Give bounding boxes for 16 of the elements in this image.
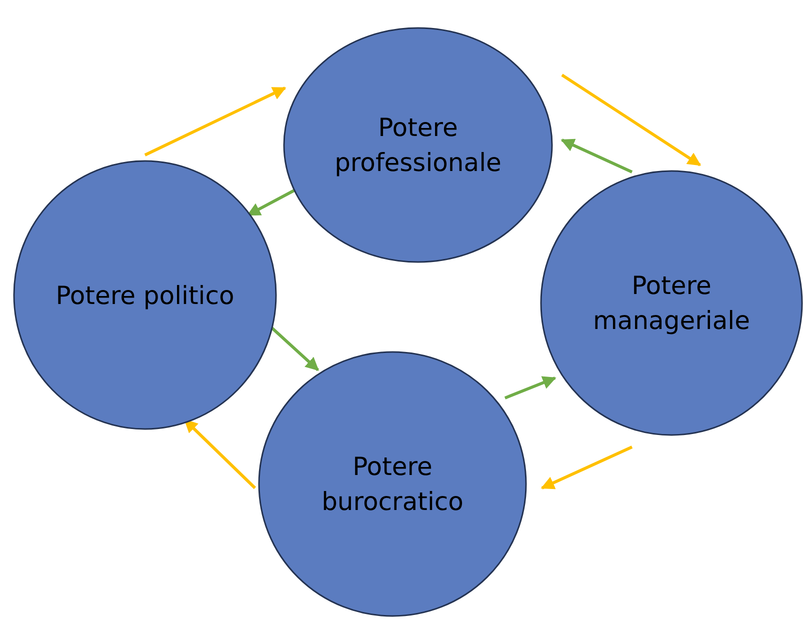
circle-node: [540, 170, 803, 436]
arrow: [184, 418, 256, 490]
arrow: [144, 86, 286, 156]
circle-node: [13, 160, 277, 430]
circle-node: [283, 27, 553, 263]
circle-node: [258, 351, 527, 617]
arrow: [540, 446, 633, 490]
arrow: [246, 188, 296, 216]
arrow: [504, 376, 556, 400]
node-label: Potere burocratico: [320, 451, 464, 518]
node-label: Potere professionale: [334, 112, 502, 179]
arrow: [561, 74, 702, 166]
node-label: Potere politico: [56, 280, 234, 312]
arrow: [560, 138, 633, 174]
node-label: Potere manageriale: [592, 270, 751, 337]
arrow: [270, 326, 320, 372]
